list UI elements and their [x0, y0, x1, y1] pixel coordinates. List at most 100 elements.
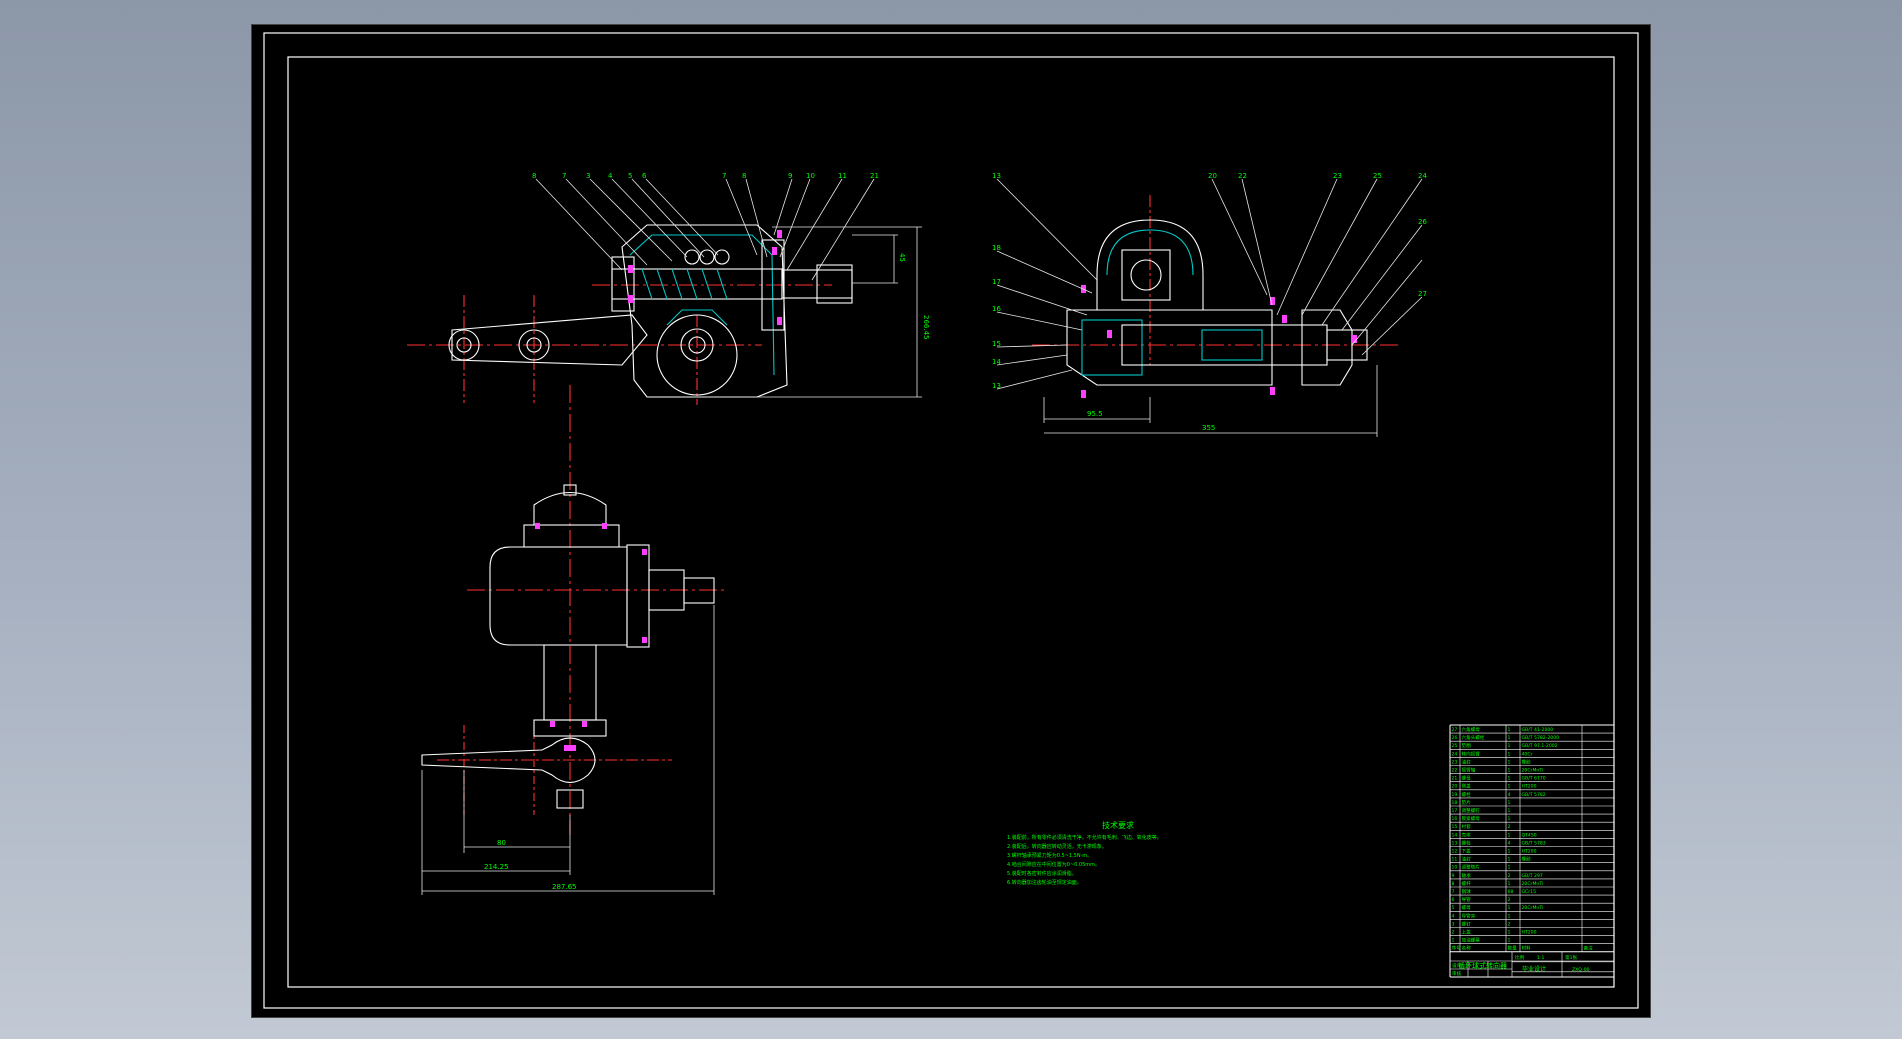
bom-cell: 25 [1452, 743, 1458, 749]
sheet-label: 第1张 [1565, 954, 1578, 961]
bom-cell: 橡胶 [1522, 856, 1532, 863]
bom-cell: 2 [1508, 921, 1511, 927]
balloon: 27 [1418, 290, 1427, 298]
bom-cell: 锁紧螺母 [1462, 815, 1481, 822]
balloon: 14 [992, 358, 1001, 366]
bom-header: 数量 [1508, 945, 1518, 952]
balloon: 3 [586, 172, 590, 180]
bom-cell: 1 [1508, 857, 1511, 863]
inner-frame [287, 56, 1615, 988]
bom-cell: 26 [1452, 735, 1458, 741]
bom-cell: 1 [1508, 759, 1511, 765]
bom-cell: 21 [1452, 776, 1458, 782]
bom-cell: 1 [1508, 776, 1511, 782]
dim-arm-outer: 287.65 [552, 883, 577, 891]
bom-cell: 1 [1508, 938, 1511, 944]
bom-cell: 1 [1508, 727, 1511, 733]
bom-cell: 13 [1452, 840, 1458, 846]
bom-cell: 2 [1508, 824, 1511, 830]
bom-cell: 1 [1508, 784, 1511, 790]
bom-cell: 侧盖 [1462, 783, 1472, 790]
bom-cell: 1 [1508, 832, 1511, 838]
bom-cell: 螺栓 [1462, 839, 1472, 846]
bom-cell: 螺杆 [1462, 880, 1472, 887]
balloon: 10 [806, 172, 815, 180]
dim-small-left: 45 [898, 253, 906, 262]
bom-cell: 衬套 [1462, 823, 1472, 830]
balloon: 13 [992, 172, 1001, 180]
bom-cell: 8 [1452, 881, 1455, 887]
drawing-canvas: 266.45 45 [263, 32, 1639, 1009]
bom-cell: 6 [1452, 897, 1455, 903]
bom-cell: 螺母 [1462, 775, 1472, 782]
bom-cell: GB/T 5783 [1522, 840, 1546, 846]
dim-side-long: 355 [1202, 424, 1215, 432]
bom-cell: HT200 [1522, 849, 1537, 855]
bom-cell: 1 [1452, 938, 1455, 944]
bom-cell: 2 [1508, 897, 1511, 903]
bom-cell: 2 [1508, 873, 1511, 879]
bom-cell: 1 [1508, 816, 1511, 822]
tech-line: 5.装配时各密封件应涂润滑脂。 [1007, 870, 1077, 877]
balloon: 9 [788, 172, 792, 180]
bom-cell: 1 [1508, 913, 1511, 919]
drawing-sheet: 266.45 45 [251, 24, 1651, 1018]
balloon: 13 [992, 382, 1001, 390]
bom-cell: 垫片 [1462, 799, 1472, 806]
bom-cell: 螺栓 [1462, 791, 1472, 798]
bom-cell: 1 [1508, 849, 1511, 855]
bom-cell: 23 [1452, 759, 1458, 765]
balloons-right: 13 18 17 16 15 14 13 20 22 23 25 24 26 2… [992, 172, 1427, 390]
balloon: 8 [742, 172, 746, 180]
bom-cell: 12 [1452, 849, 1458, 855]
bom-cell: 22 [1452, 768, 1458, 774]
balloon: 11 [838, 172, 847, 180]
bom-cell: 19 [1452, 792, 1458, 798]
balloon: 5 [628, 172, 632, 180]
balloon: 24 [1418, 172, 1427, 180]
dim-side-small: 95.5 [1087, 410, 1103, 418]
bom-cell: 40Cr [1522, 751, 1533, 757]
tech-line: 1.装配前，所有零件必须清洗干净，不允许有毛刺、飞边、氧化皮等。 [1007, 834, 1162, 841]
bom-cell: 20CrMnTi [1522, 768, 1544, 774]
bom-header: 备注 [1584, 945, 1594, 952]
bom-cell: 1 [1508, 751, 1511, 757]
balloon: 7 [722, 172, 726, 180]
balloon: 25 [1373, 172, 1382, 180]
balloon: 18 [992, 244, 1001, 252]
bom-cell: 1 [1508, 930, 1511, 936]
dim-arm-inner: 80 [497, 839, 506, 847]
bom-cell: 螺钉 [1462, 920, 1472, 927]
balloon: 22 [1238, 172, 1247, 180]
bom-cell: 螺母 [1462, 904, 1472, 911]
bom-cell: 17 [1452, 808, 1458, 814]
front-section-view [407, 178, 922, 405]
bom-cell: 1 [1508, 743, 1511, 749]
bom-cell: 橡胶 [1522, 758, 1532, 765]
bom-cell: HT200 [1522, 784, 1537, 790]
bom-cell: GB/T 5782 [1522, 792, 1546, 798]
bom-cell: 7 [1452, 889, 1455, 895]
bom-cell: 油封 [1462, 856, 1472, 863]
bom-cell: GB/T 6170 [1522, 776, 1546, 782]
balloons-left: 8 7 3 4 5 6 7 8 9 10 11 21 [532, 172, 879, 180]
balloon: 7 [562, 172, 566, 180]
bom-cell: 2 [1452, 930, 1455, 936]
tech-line: 6.转向器加注齿轮油至规定油面。 [1007, 879, 1082, 886]
bom-cell: 调整垫片 [1462, 864, 1481, 871]
bom-cell: 导管 [1462, 896, 1472, 903]
drawing-number: ZXQ-00 [1572, 967, 1590, 973]
school-label: 毕业设计 [1522, 965, 1546, 973]
bom-cell: 3 [1452, 921, 1455, 927]
bom-cell: 10 [1452, 865, 1458, 871]
balloon: 23 [1333, 172, 1342, 180]
bom-cell: 20 [1452, 784, 1458, 790]
balloon: 15 [992, 340, 1001, 348]
balloon: 20 [1208, 172, 1217, 180]
tech-line: 3.螺杆轴承预紧力矩为0.5~1.5N·m。 [1007, 852, 1092, 859]
tech-line: 4.啮合间隙应在中间位置为0~0.05mm。 [1007, 861, 1100, 868]
top-view [421, 385, 727, 895]
bom-cell: 调整螺钉 [1462, 807, 1481, 814]
